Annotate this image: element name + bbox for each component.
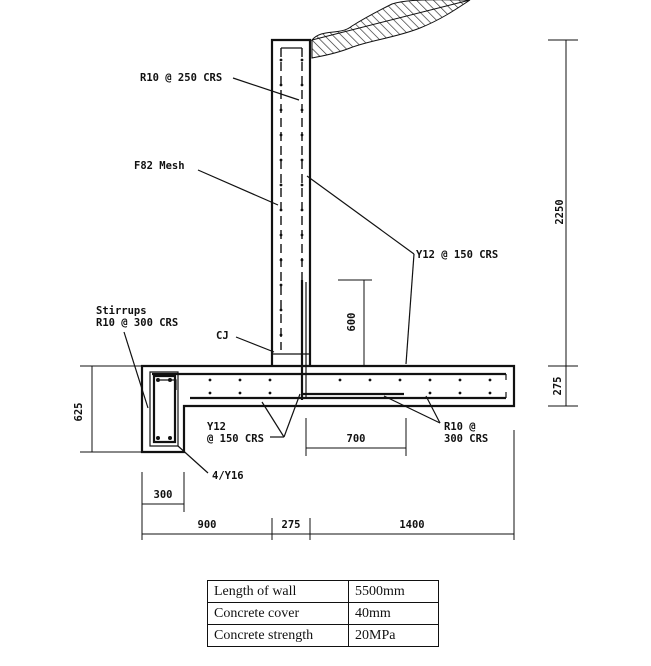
label-f82-mesh: F82 Mesh	[134, 160, 185, 172]
label-stirrups: Stirrups	[96, 305, 147, 317]
label-r10-300: R10 @	[444, 421, 476, 433]
label-r10-300-spacing: 300 CRS	[444, 433, 488, 445]
label-r10-250: R10 @ 250 CRS	[140, 72, 222, 84]
label-cj: CJ	[216, 330, 229, 342]
row-label: Concrete cover	[207, 602, 349, 625]
row-label: Length of wall	[207, 580, 349, 603]
table-row: Concrete strength 20MPa	[207, 624, 439, 647]
wall-properties-table: Length of wall 5500mm Concrete cover 40m…	[207, 580, 439, 647]
dim-700: 700	[347, 433, 366, 445]
dim-900: 900	[198, 519, 217, 531]
label-y12-bottom: Y12	[207, 421, 226, 433]
table-row: Length of wall 5500mm	[207, 580, 439, 603]
dim-275-bottom: 275	[282, 519, 301, 531]
label-4-y16: 4/Y16	[212, 470, 244, 482]
row-value: 5500mm	[348, 580, 439, 603]
dimension-lines	[80, 39, 578, 540]
label-y12-150-top: Y12 @ 150 CRS	[416, 249, 498, 261]
table-row: Concrete cover 40mm	[207, 602, 439, 625]
wall-stem-outline	[270, 38, 312, 366]
row-value: 20MPa	[348, 624, 439, 647]
base-bar-dots	[156, 378, 492, 440]
dim-600: 600	[346, 313, 358, 332]
row-label: Concrete strength	[207, 624, 349, 647]
row-value: 40mm	[348, 602, 439, 625]
stirrup-inner	[152, 374, 177, 444]
key-bar	[160, 379, 177, 390]
dim-275-right: 275	[552, 377, 564, 396]
dim-1400: 1400	[399, 519, 424, 531]
dim-2250: 2250	[554, 199, 566, 224]
dim-625: 625	[73, 403, 85, 422]
label-stirrups-spacing: R10 @ 300 CRS	[96, 317, 178, 329]
retained-soil-hatch	[310, 0, 471, 59]
wall-horizontal-bar-dots	[279, 58, 304, 337]
label-y12-bottom-spacing: @ 150 CRS	[207, 433, 264, 445]
leader-lines	[123, 77, 441, 474]
dim-300: 300	[154, 489, 173, 501]
